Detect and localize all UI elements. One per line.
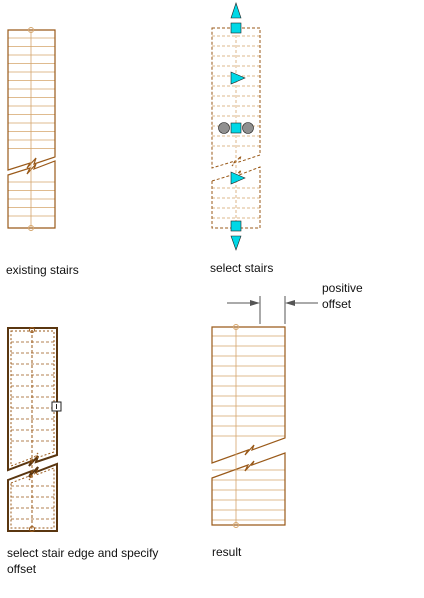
result-stairs-treads [212,335,285,521]
dimension-arrow-icon [285,300,295,306]
offset-dimension [227,296,318,324]
selected-stairs-treads [212,35,260,219]
caption-select-edge: select stair edge and specify offset [7,546,159,576]
edge-selection-stairs [7,327,62,532]
existing-stairs-end-marker [28,225,34,231]
grip-triangle-icon[interactable] [230,71,246,85]
dimension-arrow-icon [250,300,260,306]
existing-stairs-start-marker [28,27,34,33]
edge-selection-outline-outer [7,327,58,532]
result-stairs [211,324,286,528]
result-stairs-outline [211,326,286,526]
existing-stairs-outline [7,29,56,229]
grip-triangle-icon[interactable] [230,2,242,19]
grip-square-icon[interactable] [230,122,242,134]
caption-existing-stairs: existing stairs [6,263,79,277]
stair-grips [218,2,254,251]
existing-stairs-treads [8,37,55,217]
grip-triangle-icon[interactable] [230,171,246,185]
caption-select-stairs: select stairs [210,261,274,275]
caption-result: result [212,545,242,559]
grip-triangle-icon[interactable] [230,235,242,251]
edge-selection-end-marker [29,526,35,532]
grip-circle-icon[interactable] [242,122,254,134]
edge-selection-outline-inner [10,330,55,529]
result-stairs-end-marker [233,522,239,528]
edge-selection-start-marker [29,327,35,333]
caption-positive-offset: positive offset [322,281,363,311]
result-stairs-start-marker [233,324,239,330]
grip-square-icon[interactable] [230,22,242,34]
existing-stairs [7,27,56,231]
grip-square-icon[interactable] [230,220,242,232]
grip-circle-icon[interactable] [218,122,230,134]
